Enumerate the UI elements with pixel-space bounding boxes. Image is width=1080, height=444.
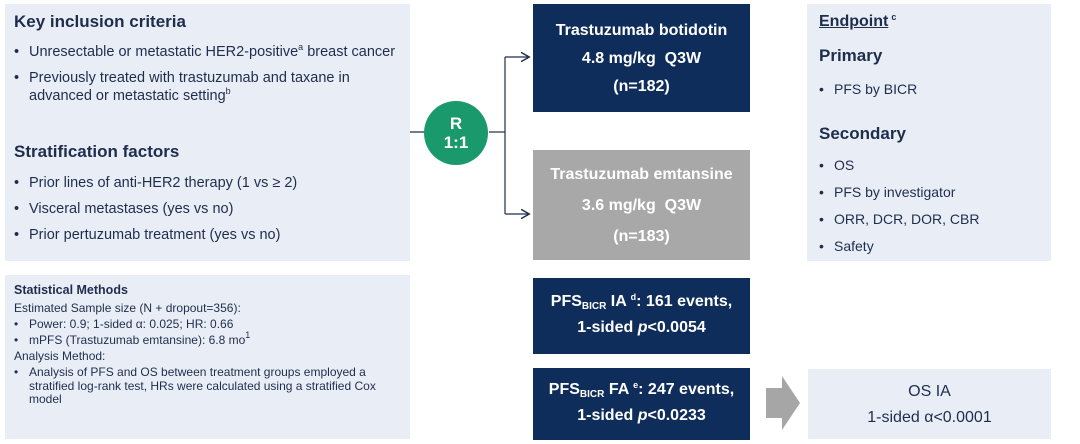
analysis-item: Analysis of PFS and OS between treatment… [14, 365, 394, 407]
grey-arrow-to-os-ia [766, 376, 800, 430]
randomization-label: R [449, 114, 463, 133]
os-ia-alpha: 1-sided α<0.0001 [867, 409, 992, 426]
stratification-list: Prior lines of anti-HER2 therapy (1 vs ≥… [14, 174, 404, 244]
randomization-ratio: 1:1 [443, 133, 469, 152]
arm-a-name: Trastuzumab botidotin [555, 22, 728, 39]
sample-item: Power: 0.9; 1-sided α: 0.025; HR: 0.66 [14, 317, 401, 332]
inclusion-item: Previously treated with trastuzumab and … [14, 69, 386, 105]
stratification-item: Prior pertuzumab treatment (yes vs no) [14, 226, 404, 244]
inclusion-item: Unresectable or metastatic HER2-positive… [14, 43, 404, 62]
arm-a-dose: 4.8 mg/kg Q3W [581, 50, 702, 67]
os-ia-title: OS IA [908, 383, 951, 400]
stratification-title: Stratification factors [14, 142, 180, 161]
pfs-ia-box: PFSBICR IA d: 161 events, 1-sided p<0.00… [533, 278, 750, 354]
inclusion-list: Unresectable or metastatic HER2-positive… [14, 43, 404, 105]
pfs-ia-line2: 1-sided p<0.0054 [577, 319, 706, 336]
primary-title: Primary [819, 46, 883, 65]
sample-list: Power: 0.9; 1-sided α: 0.025; HR: 0.66 m… [14, 317, 401, 348]
primary-item: PFS by BICR [819, 80, 1039, 98]
stratification-item: Prior lines of anti-HER2 therapy (1 vs ≥… [14, 174, 404, 192]
arm-b-dose: 3.6 mg/kg Q3W [581, 197, 702, 214]
sample-item: mPFS (Trastuzumab emtansine): 6.8 mo1 [14, 330, 401, 348]
pfs-fa-line2: 1-sided p<0.0233 [577, 407, 706, 424]
analysis-list: Analysis of PFS and OS between treatment… [14, 365, 401, 407]
secondary-title: Secondary [819, 124, 906, 143]
arm-b-n: (n=183) [613, 228, 670, 245]
pfs-fa-box: PFSBICR FA e: 247 events, 1-sided p<0.02… [533, 368, 750, 440]
statistical-panel: Statistical Methods Estimated Sample siz… [5, 275, 410, 439]
arm-a-n: (n=182) [613, 78, 670, 95]
secondary-list: OS PFS by investigator ORR, DCR, DOR, CB… [819, 156, 1044, 255]
statistical-title: Statistical Methods [14, 283, 128, 297]
stratification-item: Visceral metastases (yes vs no) [14, 200, 404, 218]
arm-b-box: Trastuzumab emtansine 3.6 mg/kg Q3W (n=1… [533, 150, 750, 260]
arm-b-name: Trastuzumab emtansine [550, 166, 733, 183]
secondary-item: OS [819, 156, 1044, 174]
inclusion-title: Key inclusion criteria [14, 12, 186, 31]
randomization-circle: R 1:1 [424, 101, 488, 165]
pfs-fa-line1: PFSBICR FA e: 247 events, [548, 380, 735, 400]
arm-a-box: Trastuzumab botidotin 4.8 mg/kg Q3W (n=1… [533, 4, 750, 112]
criteria-panel: Key inclusion criteria Unresectable or m… [5, 4, 410, 261]
secondary-item: PFS by investigator [819, 183, 1044, 201]
sample-size-text: Estimated Sample size (N + dropout=356): [14, 300, 241, 315]
secondary-item: Safety [819, 237, 1044, 255]
primary-list: PFS by BICR [819, 80, 1039, 98]
secondary-item: ORR, DCR, DOR, CBR [819, 210, 1044, 228]
analysis-title: Analysis Method: [14, 349, 106, 364]
os-ia-box: OS IA 1-sided α<0.0001 [808, 369, 1051, 439]
pfs-ia-line1: PFSBICR IA d: 161 events, [550, 292, 733, 312]
